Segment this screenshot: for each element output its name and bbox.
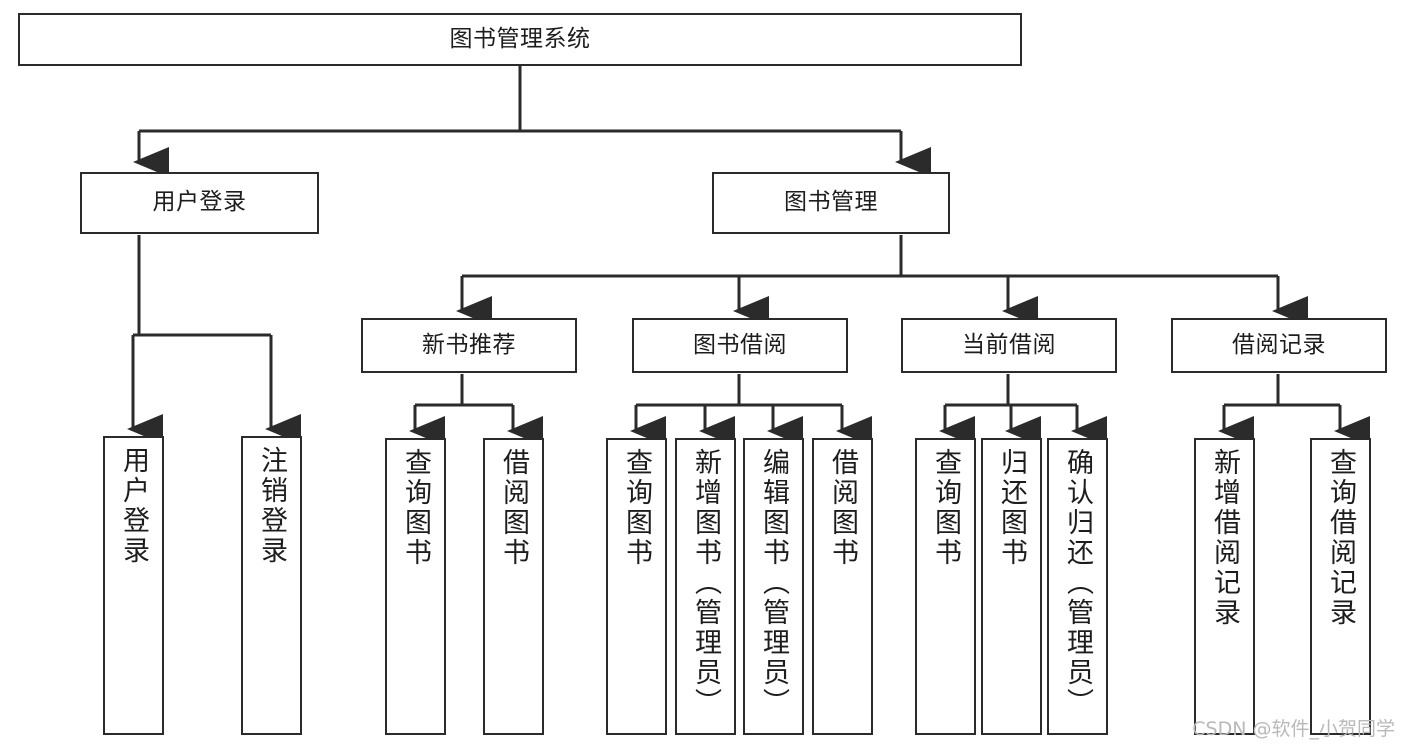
node-leaf-query-book-borrow[interactable]: 查询图书 bbox=[606, 438, 667, 735]
node-leaf-return-book[interactable]: 归还图书 bbox=[981, 438, 1042, 735]
node-leaf-return-book-label: 归还图书 bbox=[996, 448, 1027, 568]
node-book-borrow-label: 图书借阅 bbox=[693, 331, 787, 358]
node-leaf-borrow-book-label: 借阅图书 bbox=[827, 448, 858, 568]
node-leaf-add-borrow-record-label: 新增借阅记录 bbox=[1209, 448, 1240, 628]
node-leaf-add-borrow-record[interactable]: 新增借阅记录 bbox=[1194, 438, 1255, 735]
node-leaf-add-book-label: 新增图书（管理员） bbox=[690, 448, 721, 718]
node-user-login[interactable]: 用户登录 bbox=[80, 172, 319, 234]
node-leaf-query-book-current-label: 查询图书 bbox=[930, 448, 961, 568]
node-current-borrow-label: 当前借阅 bbox=[962, 331, 1056, 358]
node-leaf-confirm-return-label: 确认归还（管理员） bbox=[1062, 448, 1093, 718]
node-leaf-borrow-book[interactable]: 借阅图书 bbox=[812, 438, 873, 735]
node-leaf-query-borrow-record-label: 查询借阅记录 bbox=[1325, 448, 1356, 628]
node-leaf-borrow-book-rec-label: 借阅图书 bbox=[498, 448, 529, 568]
node-borrow-record[interactable]: 借阅记录 bbox=[1171, 318, 1387, 373]
node-leaf-query-book-borrow-label: 查询图书 bbox=[621, 448, 652, 568]
watermark-text: CSDN @软件_小贺同学 bbox=[1192, 718, 1395, 740]
node-root[interactable]: 图书管理系统 bbox=[18, 13, 1022, 66]
node-leaf-query-borrow-record[interactable]: 查询借阅记录 bbox=[1310, 438, 1371, 735]
node-leaf-query-book-current[interactable]: 查询图书 bbox=[915, 438, 976, 735]
node-book-manage[interactable]: 图书管理 bbox=[712, 172, 950, 234]
node-new-book-rec[interactable]: 新书推荐 bbox=[361, 318, 577, 373]
node-user-login-label: 用户登录 bbox=[152, 189, 247, 216]
node-book-borrow[interactable]: 图书借阅 bbox=[632, 318, 848, 373]
node-leaf-logout-login-label: 注销登录 bbox=[256, 446, 287, 566]
node-new-book-rec-label: 新书推荐 bbox=[422, 331, 516, 358]
node-leaf-logout-login[interactable]: 注销登录 bbox=[241, 436, 302, 735]
node-current-borrow[interactable]: 当前借阅 bbox=[901, 318, 1117, 373]
node-borrow-record-label: 借阅记录 bbox=[1232, 331, 1326, 358]
node-leaf-confirm-return[interactable]: 确认归还（管理员） bbox=[1047, 438, 1108, 735]
node-leaf-edit-book[interactable]: 编辑图书（管理员） bbox=[743, 438, 804, 735]
node-leaf-user-login-label: 用户登录 bbox=[118, 446, 149, 566]
node-leaf-user-login[interactable]: 用户登录 bbox=[103, 436, 164, 735]
node-book-manage-label: 图书管理 bbox=[784, 189, 878, 216]
node-leaf-borrow-book-rec[interactable]: 借阅图书 bbox=[483, 438, 544, 735]
node-leaf-edit-book-label: 编辑图书（管理员） bbox=[758, 448, 789, 718]
node-leaf-add-book[interactable]: 新增图书（管理员） bbox=[675, 438, 736, 735]
node-root-label: 图书管理系统 bbox=[449, 25, 591, 52]
node-leaf-query-book-rec-label: 查询图书 bbox=[400, 448, 431, 568]
node-leaf-query-book-rec[interactable]: 查询图书 bbox=[385, 438, 446, 735]
